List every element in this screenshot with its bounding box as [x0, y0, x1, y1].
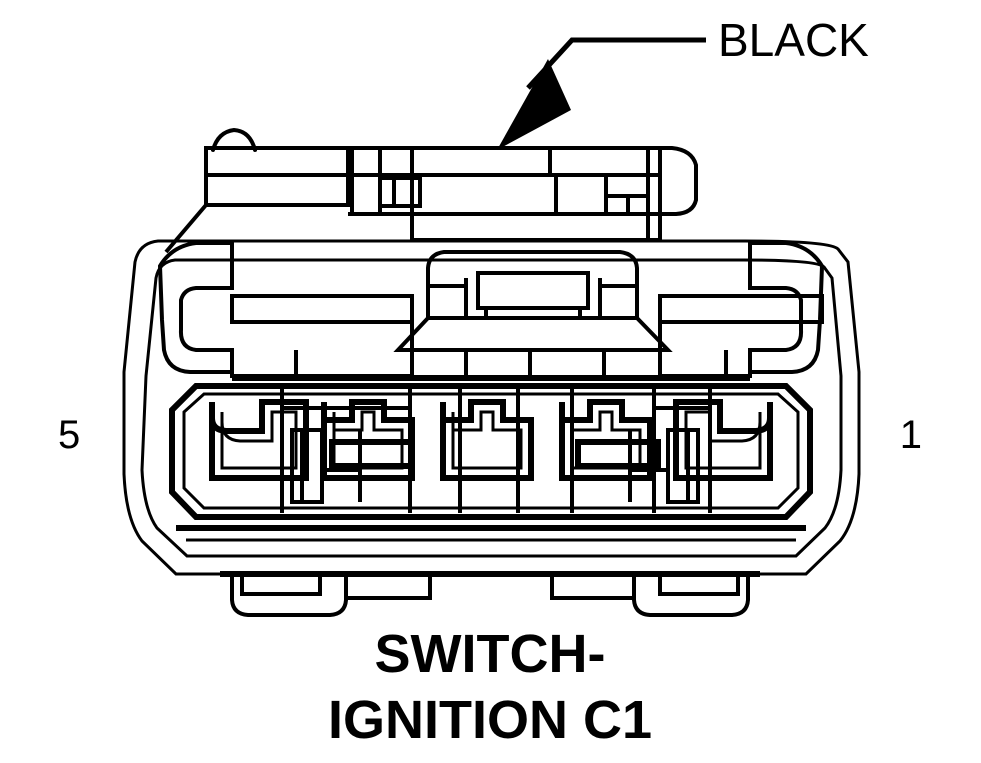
caption-line-1: SWITCH-: [375, 624, 606, 684]
arrow-pointer-icon: [497, 59, 571, 150]
cavity-2-outer: [559, 399, 653, 481]
mid-band-inner-r: [602, 348, 660, 376]
shell-outline-1: [122, 239, 861, 576]
shell-outline-2: [140, 258, 843, 558]
center-tower-outline: [426, 250, 639, 320]
latch-wing-left: [157, 241, 234, 374]
cavity-4-inner: [332, 410, 404, 470]
connector-housing: [122, 128, 861, 617]
terminal-cavity-4: [321, 399, 415, 481]
mount-tab-right: [632, 574, 750, 617]
pin-number-left: 5: [58, 413, 80, 457]
terminal-cavity-5: [209, 399, 309, 481]
center-tower-recess: [476, 271, 590, 310]
housing-bottom-tabs: [220, 571, 760, 617]
face-frame-inner: [182, 392, 800, 510]
cavity-4-outer: [321, 399, 415, 481]
housing-latch-wings: [157, 241, 825, 374]
top-left-shoulder: [164, 203, 208, 254]
caption-line-2: IGNITION C1: [328, 690, 652, 750]
housing-mid-band: [230, 294, 824, 381]
cavity-2-inner: [570, 410, 642, 470]
callout-leader-group: [497, 37, 706, 150]
mid-band-inner-l: [412, 348, 468, 376]
housing-lower-skirt: [176, 525, 806, 542]
latch-wing-right: [748, 241, 825, 374]
housing-outer-shell: [122, 239, 861, 576]
terminal-cavity-1: [673, 399, 773, 481]
mount-tab-right-slot: [658, 574, 740, 596]
terminal-cavity-2: [559, 399, 653, 481]
mount-tab-left: [230, 574, 348, 617]
mid-band-right-rect: [658, 294, 824, 324]
connector-face-frame: [169, 383, 813, 520]
cavity-5-inner: [220, 410, 298, 470]
face-frame-outer: [169, 383, 813, 520]
callout-label: BLACK: [718, 14, 869, 66]
top-left-bump: [211, 128, 257, 152]
cavity-3-inner: [451, 410, 523, 470]
mount-tab-right-step: [550, 574, 636, 600]
top-rail-detail-box: [378, 176, 422, 208]
center-tower-recess-lip: [484, 308, 582, 320]
terminal-cavity-group: [209, 399, 773, 481]
mount-tab-left-slot: [240, 574, 322, 596]
terminal-cavity-3: [440, 399, 534, 481]
cavity-3-outer: [440, 399, 534, 481]
mount-tab-left-step: [344, 574, 432, 600]
top-rail-outer: [348, 146, 698, 216]
cavity-1-inner: [684, 410, 762, 470]
pin-number-right: 1: [900, 413, 922, 457]
housing-top-platform: [348, 146, 698, 242]
